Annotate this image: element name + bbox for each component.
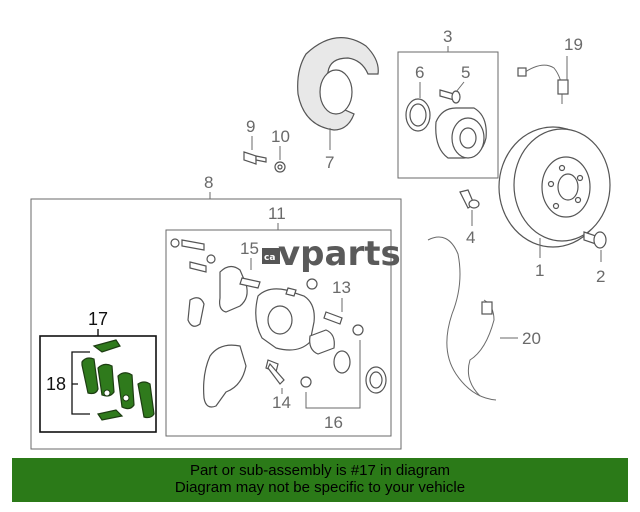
callout-9: 9 [246, 117, 255, 136]
callout-2: 2 [596, 267, 605, 286]
callout-20: 20 [522, 329, 541, 348]
caliper-piston[interactable] [309, 329, 387, 394]
disc-screw[interactable] [583, 231, 607, 249]
callout-7: 7 [325, 153, 334, 172]
watermark-brand: vparts [278, 234, 401, 274]
brake-pad-set[interactable] [81, 339, 155, 421]
callout-5: 5 [461, 63, 470, 82]
callout-10: 10 [271, 127, 290, 146]
wheel-speed-sensor-19[interactable] [517, 64, 569, 104]
hub-mounting-bolt[interactable] [459, 189, 480, 209]
hub-bolt[interactable] [439, 89, 461, 104]
caliper-body[interactable] [255, 288, 315, 351]
bolt-9[interactable] [243, 151, 267, 165]
banner-line-1: Part or sub-assembly is #17 in diagram [189, 462, 451, 479]
group-8-frame [30, 198, 402, 450]
callout-4: 4 [466, 228, 475, 247]
info-banner: Part or sub-assembly is #17 in diagram D… [12, 458, 628, 502]
svg-text:ca: ca [264, 253, 275, 263]
bolts-and-caps[interactable] [239, 277, 364, 388]
callout-16: 16 [324, 413, 343, 432]
callout-13: 13 [332, 278, 351, 297]
callout-17: 17 [88, 309, 108, 329]
dust-shield[interactable] [297, 37, 379, 131]
callout-8: 8 [204, 173, 213, 192]
vparts-watermark: ca vparts [262, 234, 401, 274]
caliper-support[interactable] [203, 344, 247, 408]
wheel-speed-sensor-20[interactable] [427, 236, 497, 401]
caliper-bracket[interactable] [187, 265, 248, 327]
callout-1: 1 [535, 261, 544, 280]
callout-3: 3 [443, 27, 452, 46]
guide-pins[interactable] [170, 238, 216, 273]
brake-disc[interactable] [498, 126, 611, 248]
callout-15: 15 [240, 239, 259, 258]
callout-18: 18 [46, 374, 66, 394]
washer-10[interactable] [274, 161, 286, 173]
callout-6: 6 [415, 63, 424, 82]
callout-14: 14 [272, 393, 291, 412]
banner-line-2: Diagram may not be specific to your vehi… [174, 479, 466, 496]
callout-11: 11 [268, 204, 286, 223]
callout-19: 19 [564, 35, 583, 54]
hub-bearing[interactable] [405, 98, 487, 159]
